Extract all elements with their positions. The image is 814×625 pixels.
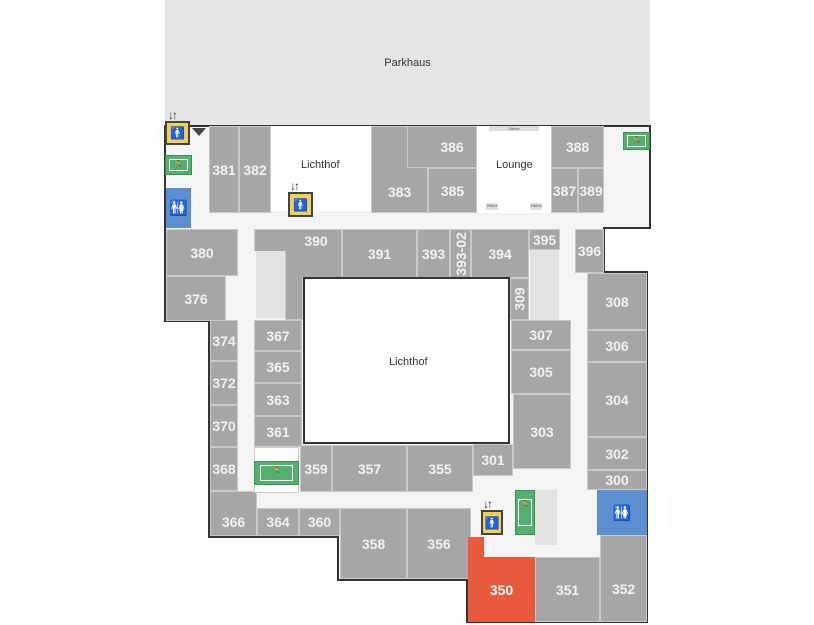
room-352[interactable]: 352 — [600, 535, 647, 622]
room-391[interactable]: 391 — [342, 229, 417, 278]
room-388[interactable]: 388 — [551, 126, 604, 168]
room-305[interactable]: 305 — [511, 350, 571, 394]
restroom-icon: 🚻 — [166, 188, 191, 228]
elevator-icon[interactable]: 🚹 — [288, 192, 313, 217]
room-389[interactable]: 389 — [578, 168, 604, 213]
elevator-direction-icon: ↓↑ — [290, 179, 300, 193]
room-358[interactable]: 358 — [340, 508, 407, 579]
room-381[interactable]: 381 — [209, 126, 239, 213]
storage-area — [535, 490, 557, 545]
room-367[interactable]: 367 — [254, 320, 302, 351]
room-390[interactable]: 390 — [254, 229, 342, 251]
room-390-wing — [285, 277, 303, 320]
lounge[interactable]: Lounge Vitrine Vitrine Vitrine — [477, 126, 551, 213]
showcase: Vitrine — [530, 203, 542, 210]
room-300[interactable]: 300 — [587, 470, 647, 490]
room-387[interactable]: 387 — [551, 168, 578, 213]
room-351[interactable]: 351 — [535, 557, 600, 622]
room-363[interactable]: 363 — [254, 383, 302, 416]
room-380[interactable]: 380 — [166, 229, 238, 276]
room-386[interactable]: 386 — [407, 126, 477, 168]
elevator-icon[interactable]: 🚹 — [165, 121, 190, 145]
room-395[interactable]: 395 — [529, 229, 560, 250]
courtyard-center: Lichthof — [303, 277, 510, 444]
room-376[interactable]: 376 — [166, 276, 226, 321]
room-355[interactable]: 355 — [407, 445, 473, 492]
room-366[interactable]: 366 — [210, 491, 257, 536]
showcase: Vitrine — [489, 126, 539, 131]
room-304[interactable]: 304 — [587, 362, 647, 437]
room-372[interactable]: 372 — [210, 361, 238, 405]
emergency-exit-icon: 🏃 — [515, 490, 535, 535]
room-393[interactable]: 393 — [417, 229, 450, 278]
room-382[interactable]: 382 — [239, 126, 271, 213]
courtyard-top: Lichthof — [271, 126, 371, 211]
showcase: Vitrine — [486, 203, 498, 210]
room-309[interactable]: 309 — [510, 278, 529, 320]
room-396[interactable]: 396 — [575, 229, 604, 273]
room-374[interactable]: 374 — [210, 320, 238, 361]
elevator-direction-icon: ↓↑ — [483, 497, 493, 511]
room-303[interactable]: 303 — [513, 394, 571, 469]
room-390-wing — [285, 251, 342, 278]
courtyard-top-label: Lichthof — [301, 159, 340, 171]
room-306[interactable]: 306 — [587, 330, 647, 362]
parking-label: Parkhaus — [384, 56, 431, 69]
elevator-direction-icon: ↓↑ — [168, 108, 178, 122]
courtyard-center-label: Lichthof — [389, 356, 428, 368]
room-393-02[interactable]: 393-02 — [450, 229, 471, 278]
parking-area[interactable]: Parkhaus — [165, 0, 650, 125]
elevator-icon[interactable]: 🚹 — [481, 510, 503, 535]
restroom-icon: 🚻 — [597, 490, 647, 535]
room-394[interactable]: 394 — [471, 229, 529, 278]
storage-area — [256, 251, 285, 318]
emergency-exit-icon: 🏃 — [623, 132, 650, 150]
room-370[interactable]: 370 — [210, 405, 238, 447]
room-302[interactable]: 302 — [587, 437, 647, 470]
room-361[interactable]: 361 — [254, 416, 302, 447]
room-385[interactable]: 385 — [428, 168, 477, 213]
room-383[interactable]: 383 — [371, 126, 428, 213]
room-308[interactable]: 308 — [587, 273, 647, 330]
room-307[interactable]: 307 — [511, 320, 571, 350]
room-350[interactable]: 350 — [489, 581, 514, 598]
room-360[interactable]: 360 — [299, 508, 340, 536]
room-350-shape — [468, 537, 535, 622]
room-359[interactable]: 359 — [300, 445, 332, 492]
lounge-label: Lounge — [496, 159, 533, 171]
room-356[interactable]: 356 — [407, 508, 471, 579]
room-368[interactable]: 368 — [210, 447, 238, 491]
storage-area — [530, 250, 559, 320]
emergency-exit-icon: 🏃 — [165, 155, 192, 175]
room-364[interactable]: 364 — [257, 508, 299, 536]
room-357[interactable]: 357 — [332, 445, 407, 492]
emergency-exit-icon: 🏃 — [254, 461, 299, 485]
room-365[interactable]: 365 — [254, 351, 302, 383]
room-301[interactable]: 301 — [473, 444, 513, 476]
entrance-marker-icon — [192, 128, 206, 136]
